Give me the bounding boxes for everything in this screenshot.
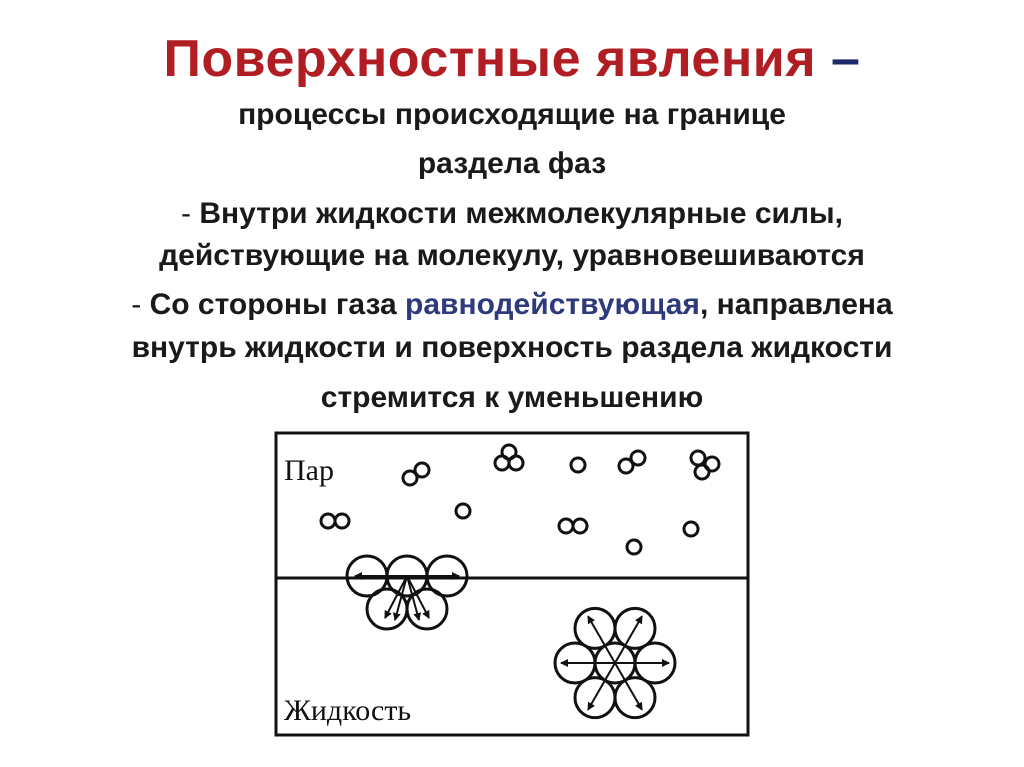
- force-arrow: [614, 615, 643, 664]
- title-dash: –: [831, 30, 861, 88]
- surface-molecule: [405, 587, 449, 631]
- vapor-molecule: [625, 538, 643, 556]
- phase-boundary-diagram: Пар Жидкость: [274, 431, 750, 737]
- vapor-label: Пар: [284, 454, 334, 487]
- vapor-molecule: [454, 502, 472, 520]
- bullet-2-highlight: равнодействующая: [405, 288, 700, 321]
- vapor-molecule: [401, 469, 419, 487]
- title-main: Поверхностные явления: [163, 30, 817, 88]
- definition-line-2: раздела фаз: [417, 147, 607, 180]
- bullet-1-dash: -: [181, 197, 200, 230]
- vapor-molecule: [682, 520, 700, 538]
- vapor-molecule: [569, 456, 587, 474]
- vapor-molecule: [557, 517, 575, 535]
- vapor-molecules: [319, 443, 721, 556]
- diagram-frame: [274, 431, 750, 737]
- bullet-1-line-1: - Внутри жидкости межмолекулярные силы,: [0, 196, 1024, 232]
- bullet-1-text: Внутри жидкости межмолекулярные силы,: [199, 197, 843, 230]
- bulk-molecule: [613, 606, 657, 650]
- bullet-1-line-2: действующие на молекулу, уравновешиваютс…: [159, 239, 865, 272]
- vapor-molecule: [693, 463, 711, 481]
- bullet-2-pre: Со стороны газа: [149, 288, 406, 321]
- liquid-label: Жидкость: [284, 694, 411, 727]
- force-arrow: [587, 615, 616, 664]
- bullet-2-line-1: - Со стороны газа равнодействующая, напр…: [0, 287, 1024, 323]
- force-arrow: [406, 575, 422, 621]
- vapor-molecule: [571, 517, 589, 535]
- bullet-2-dash: -: [131, 288, 150, 321]
- bullet-2-post: , направлена: [699, 288, 893, 321]
- vapor-molecule: [500, 443, 518, 461]
- force-arrow: [392, 575, 408, 621]
- vapor-molecule: [689, 449, 707, 467]
- vapor-molecule: [319, 512, 337, 530]
- bulk-molecule-cluster: [553, 606, 677, 720]
- force-arrow: [406, 575, 430, 619]
- bulk-molecule: [573, 676, 617, 720]
- vapor-molecule: [617, 457, 635, 475]
- vapor-molecule: [333, 512, 351, 530]
- bullet-2-line-3: стремится к уменьшению: [320, 381, 704, 414]
- slide-title: Поверхностные явления –: [0, 28, 1024, 90]
- vapor-molecule: [413, 461, 431, 479]
- force-arrow: [384, 575, 408, 619]
- bullet-2-line-2: внутрь жидкости и поверхность раздела жи…: [131, 331, 893, 364]
- definition-line-1: процессы происходящие на границе: [238, 98, 786, 131]
- vapor-molecule: [703, 455, 721, 473]
- force-arrow: [614, 662, 643, 711]
- vapor-molecule: [629, 449, 647, 467]
- force-arrow: [587, 662, 616, 711]
- surface-molecule-cluster: [345, 554, 469, 631]
